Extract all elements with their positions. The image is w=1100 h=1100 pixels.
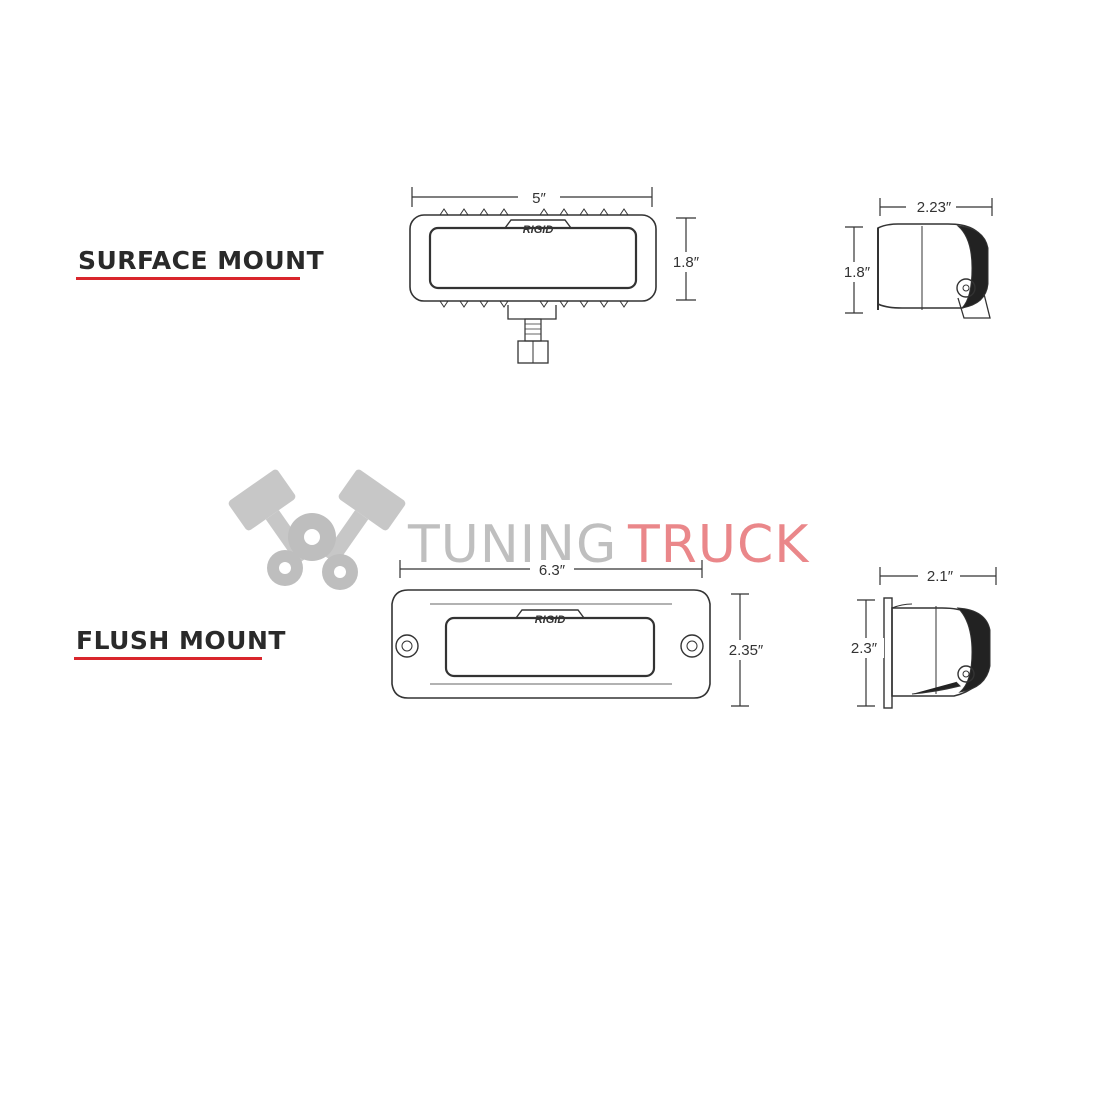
surface-mount-title: SURFACE MOUNT: [78, 246, 325, 275]
surface-side-height-label: 1.8″: [844, 264, 871, 281]
watermark-text-red: TRUCK: [627, 515, 810, 575]
surface-front-width-label: 5″: [532, 190, 546, 207]
surface-side-width-label: 2.23″: [917, 199, 952, 216]
flush-front-view: RIGID: [391, 560, 749, 707]
flush-mount-title: FLUSH MOUNT: [76, 626, 286, 655]
flush-front-height-label: 2.35″: [729, 642, 764, 659]
flush-flange: [391, 589, 711, 699]
crossed-pistons-gears-icon: [228, 469, 406, 590]
flush-mount-underline: [74, 657, 262, 660]
flush-lens: [444, 616, 656, 678]
flush-side-view: [857, 567, 997, 709]
surface-housing: [409, 214, 657, 302]
flush-side-height-label: 2.3″: [851, 640, 878, 657]
surface-mount-underline: [76, 277, 300, 280]
flush-side-width-label: 2.1″: [927, 568, 954, 585]
flush-side-flange: [883, 597, 893, 709]
surface-rigid-logo: RIGID: [523, 224, 554, 236]
flush-right-hole: [680, 634, 704, 658]
surface-lens: [428, 226, 638, 290]
watermark: TUNING TRUCK: [228, 469, 810, 590]
flush-front-width-label: 6.3″: [539, 562, 566, 579]
surface-side-view: [845, 198, 993, 319]
watermark-text-gray: TUNING: [407, 515, 617, 575]
surface-front-height-label: 1.8″: [673, 254, 700, 271]
surface-front-view: RIGID: [409, 187, 696, 364]
flush-rigid-logo: RIGID: [535, 614, 566, 626]
flush-left-hole: [395, 634, 419, 658]
